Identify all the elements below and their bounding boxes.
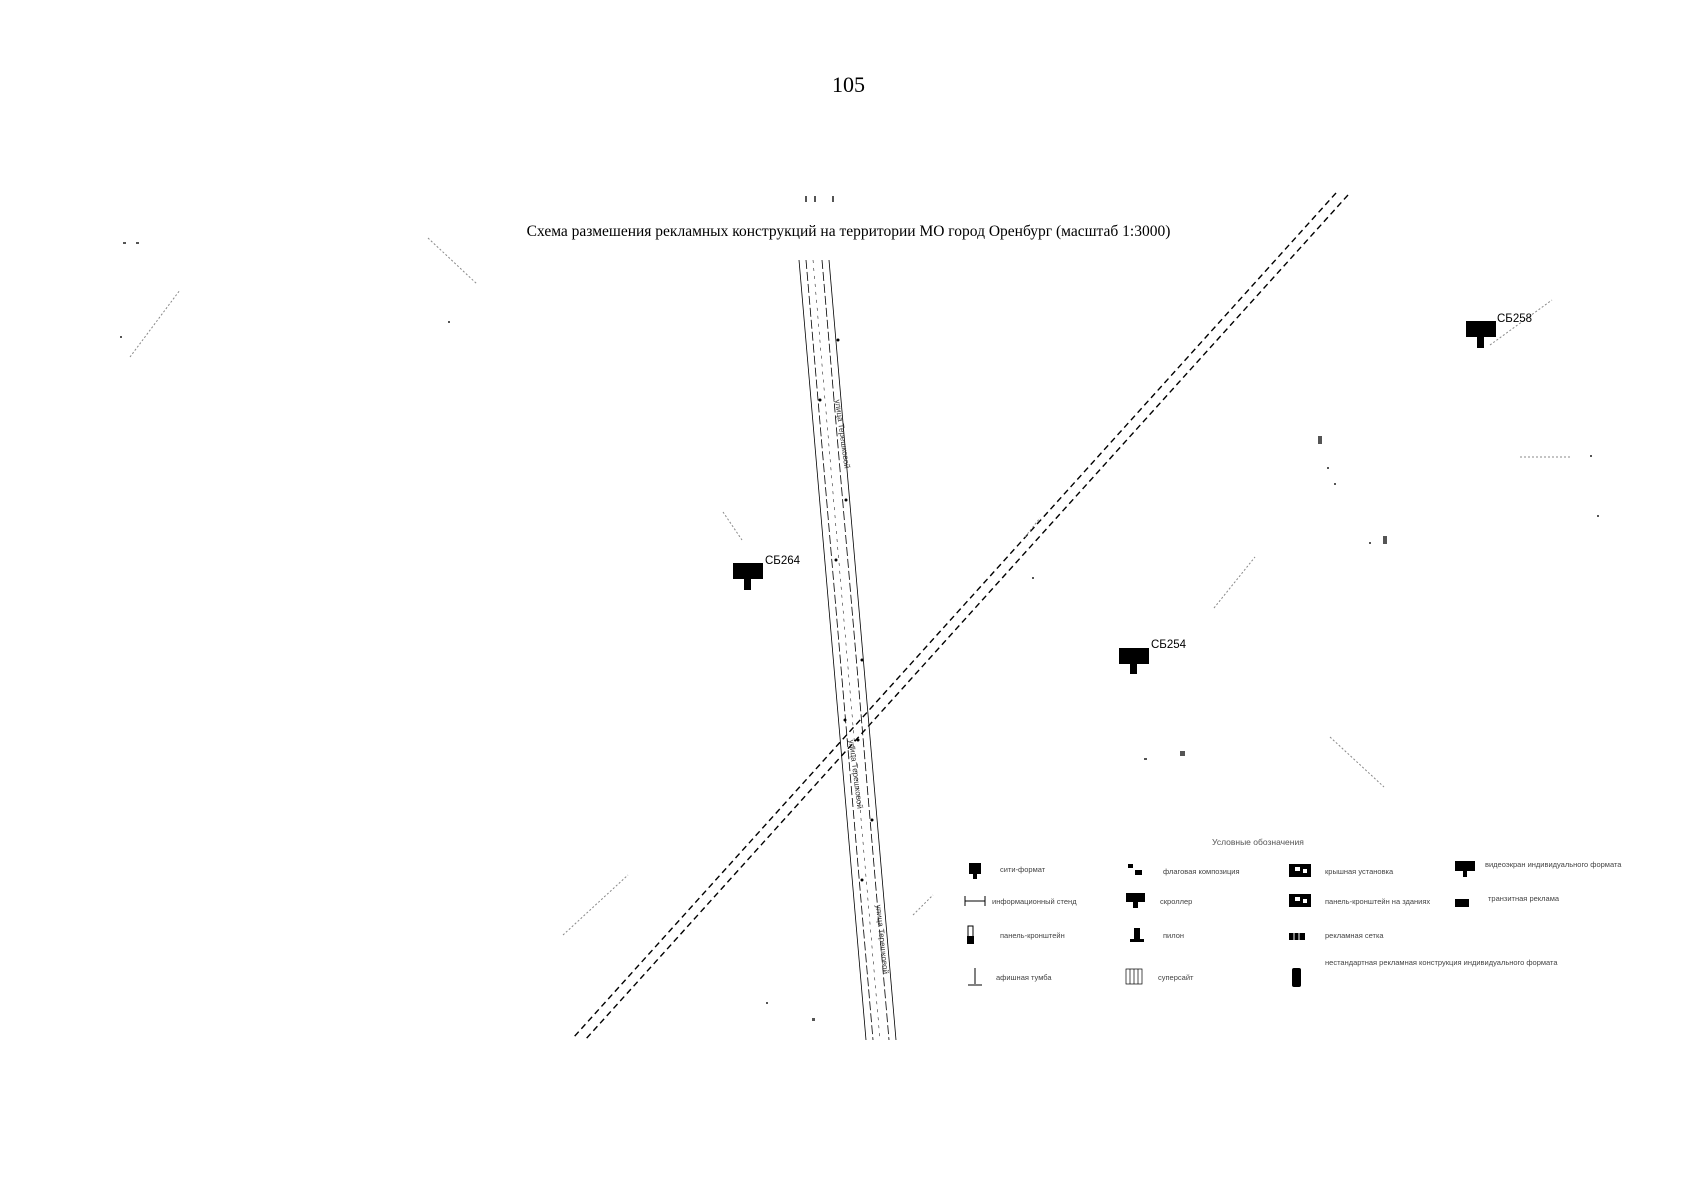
svg-text:скроллер: скроллер — [1160, 897, 1192, 906]
marker-sb258[interactable]: СБ258 — [1466, 313, 1532, 348]
marker-label: СБ264 — [765, 555, 801, 567]
svg-text:транзитная реклама: транзитная реклама — [1488, 894, 1560, 903]
svg-text:сити-формат: сити-формат — [1000, 865, 1046, 874]
legend-item: афишная тумба — [968, 968, 1052, 986]
pillar-icon — [1130, 928, 1144, 942]
legend-item: пилон — [1130, 928, 1184, 942]
svg-text:афишная тумба: афишная тумба — [996, 973, 1052, 982]
building-installation-icon — [1289, 894, 1311, 907]
banner-icon — [1289, 933, 1305, 940]
svg-text:пилон: пилон — [1163, 931, 1184, 940]
billboard-icon — [969, 863, 981, 879]
marker-label: СБ254 — [1151, 639, 1187, 651]
marker-sb264-left[interactable]: СБ264 — [733, 555, 801, 590]
street-label-upper: улица Терешковой — [833, 399, 852, 469]
scroller-icon — [1126, 893, 1145, 908]
svg-text:рекламная сетка: рекламная сетка — [1325, 931, 1384, 940]
map-title: Схема размешения рекламных конструкций н… — [526, 223, 1171, 240]
svg-text:видеоэкран индивидуального фор: видеоэкран индивидуального формата — [1485, 860, 1622, 869]
sign-icon — [968, 968, 982, 986]
video-screen-icon — [1455, 861, 1475, 877]
railway — [572, 192, 1349, 1041]
svg-text:панель-кронштейн на зданиях: панель-кронштейн на зданиях — [1325, 897, 1430, 906]
scatter-marks — [120, 196, 1599, 1021]
legend-item: рекламная сетка — [1289, 931, 1384, 940]
legend-item: информационный стенд — [964, 896, 1077, 906]
grid-icon — [1125, 968, 1143, 985]
panel-bracket-icon — [967, 925, 974, 944]
legend-item: видеоэкран индивидуального формата — [1455, 860, 1622, 877]
svg-text:панель-кронштейн: панель-кронштейн — [1000, 931, 1065, 940]
legend-item: крышная установка — [1289, 864, 1394, 877]
street-label-lower: улица Терешковой — [874, 904, 890, 974]
legend: Условные обозначения сити-формат флагова… — [964, 837, 1622, 987]
faint-street-names — [129, 237, 1572, 936]
page-number: 105 — [832, 72, 865, 97]
legend-item: транзитная реклама — [1455, 894, 1560, 907]
legend-title: Условные обозначения — [1212, 837, 1304, 847]
flag-icon — [1128, 864, 1142, 875]
svg-text:суперсайт: суперсайт — [1158, 973, 1194, 982]
nonstandard-icon — [1292, 968, 1301, 987]
svg-text:информационный стенд: информационный стенд — [992, 897, 1077, 906]
svg-text:крышная установка: крышная установка — [1325, 867, 1394, 876]
info-board-icon — [964, 896, 986, 906]
main-street — [798, 259, 897, 1041]
legend-item: флаговая композиция — [1128, 864, 1240, 876]
svg-text:нестандартная рекламная констр: нестандартная рекламная конструкция инди… — [1325, 958, 1558, 967]
marker-sb254[interactable]: СБ254 — [1119, 639, 1187, 674]
legend-item: нестандартная рекламная конструкция инди… — [1292, 958, 1558, 987]
other-advertising-icon — [1455, 899, 1469, 907]
legend-item: скроллер — [1126, 893, 1192, 908]
legend-item: панель-кронштейн — [967, 925, 1065, 944]
marker-label: СБ258 — [1497, 313, 1532, 325]
roof-installation-icon — [1289, 864, 1311, 877]
legend-item: панель-кронштейн на зданиях — [1289, 894, 1430, 907]
legend-item: сити-формат — [969, 863, 1046, 879]
street-label-middle: улица Терешковой — [847, 739, 864, 809]
street-dots — [818, 338, 874, 882]
svg-text:флаговая композиция: флаговая композиция — [1163, 867, 1240, 876]
legend-item: суперсайт — [1125, 968, 1194, 985]
